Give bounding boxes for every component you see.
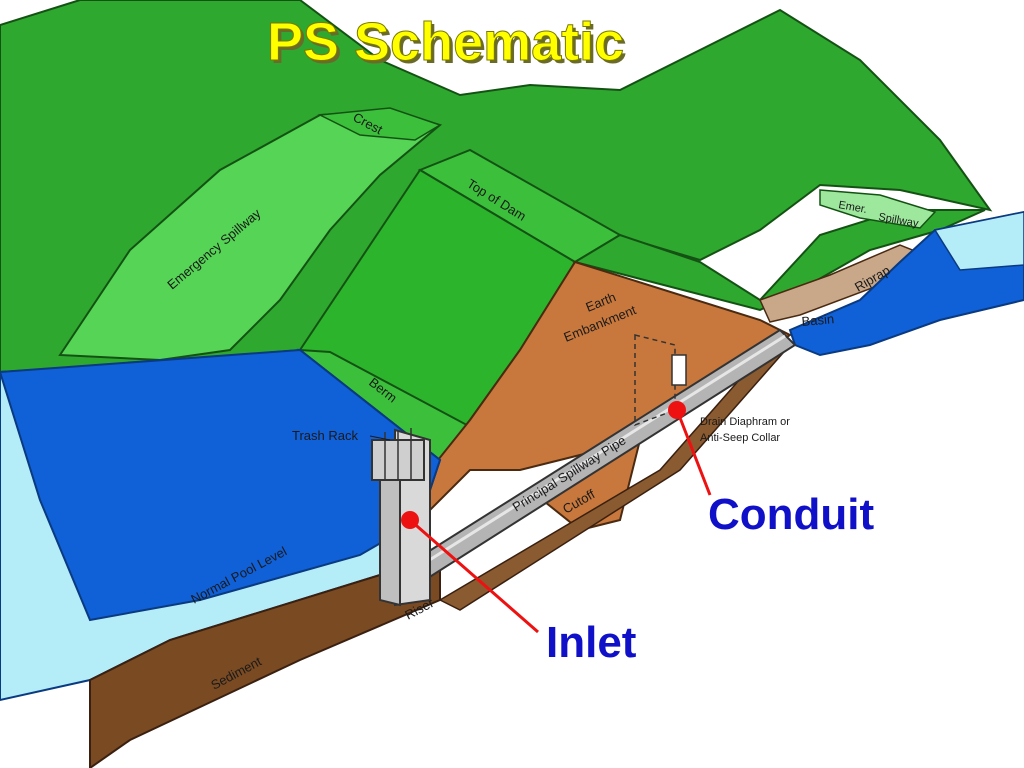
label-emer: Emer. [837,199,867,216]
earth-embankment [418,260,793,524]
pipe-highlight [419,334,786,568]
slide-title-shadow: PS Schematic [270,15,627,75]
inlet-leader [409,518,539,634]
anti-seep-collar [634,334,676,427]
emergency-spillway-channel [58,108,443,362]
label-trash-rack: Trash Rack [292,428,358,443]
label-basin: Basin [801,311,835,329]
conduit-marker [668,401,686,419]
slide-title: PS Schematic [267,12,624,72]
crest-strip [317,107,442,141]
callout-inlet: Inlet [546,618,637,667]
collar-face [671,354,687,386]
callout-conduit: Conduit [708,490,875,539]
label-drain-1: Drain Diaphram or [700,416,790,428]
label-drain-2: Anti-Seep Collar [700,432,780,444]
emergency-spillway-exit [819,189,937,229]
conduit-leader [675,409,712,496]
downstream-water [933,211,1024,271]
trash-rack-leader [369,435,391,441]
inlet-marker [401,511,419,529]
pool-water-deep [0,348,442,622]
